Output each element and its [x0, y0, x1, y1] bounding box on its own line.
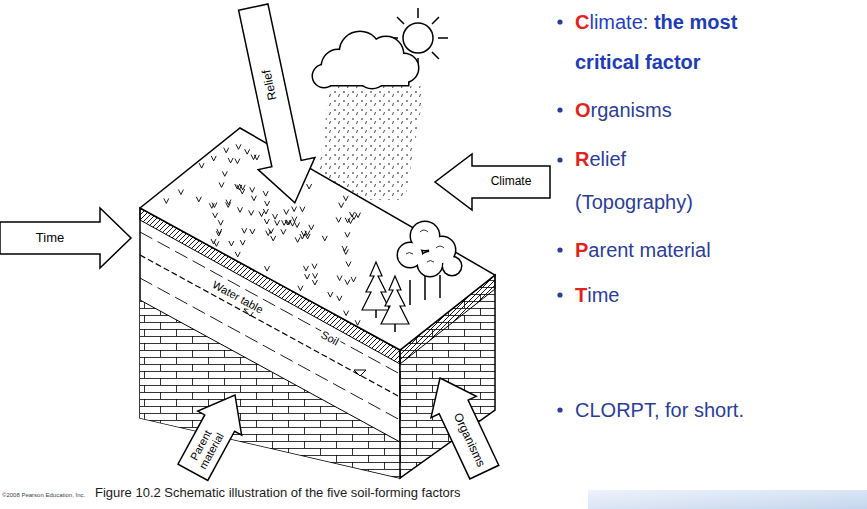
cloud — [313, 32, 418, 88]
figure-caption: Figure 10.2 Schematic illustration of th… — [95, 485, 461, 501]
bullet-term: Organisms — [575, 90, 825, 130]
factor-label: Relief — [260, 69, 279, 102]
bullet-term: Time — [575, 275, 825, 315]
factor-label: Climate — [491, 175, 532, 188]
cloud-outline — [313, 32, 418, 88]
bullet-line: Climate:the most critical factor — [575, 2, 790, 82]
bullet-term: Parent material — [575, 230, 825, 270]
layer-label: Soil — [317, 327, 342, 348]
bullet-term: Climate: — [575, 2, 648, 42]
conifer — [362, 262, 390, 310]
land-surface — [140, 128, 495, 350]
sun-disc — [403, 23, 433, 53]
tree-crown-outline — [398, 222, 461, 276]
tree-crown-fill — [398, 222, 461, 276]
leaf-marks — [406, 230, 444, 262]
parent-material-arrow — [171, 383, 257, 484]
layer-label: Water table — [209, 277, 267, 316]
bullet-note: CLORPT, for short. — [575, 390, 835, 430]
time-arrow — [0, 208, 131, 268]
climate-arrow — [435, 154, 550, 210]
cloud-fill — [313, 32, 418, 88]
footer-strip — [588, 490, 867, 509]
conifer — [381, 276, 409, 324]
bullets — [557, 19, 562, 412]
organisms-arrow — [417, 367, 507, 482]
bullet-term: Relief (Topography) — [575, 138, 725, 224]
copyright-note: ©2008 Pearson Education, Inc. — [2, 491, 85, 499]
conifer-trunks — [376, 310, 395, 332]
relief-arrow — [225, 1, 323, 209]
factor-label: Time — [36, 231, 64, 245]
factor-label: Parent material — [183, 419, 229, 476]
factor-label: Organisms — [451, 411, 488, 469]
trees — [362, 222, 461, 332]
